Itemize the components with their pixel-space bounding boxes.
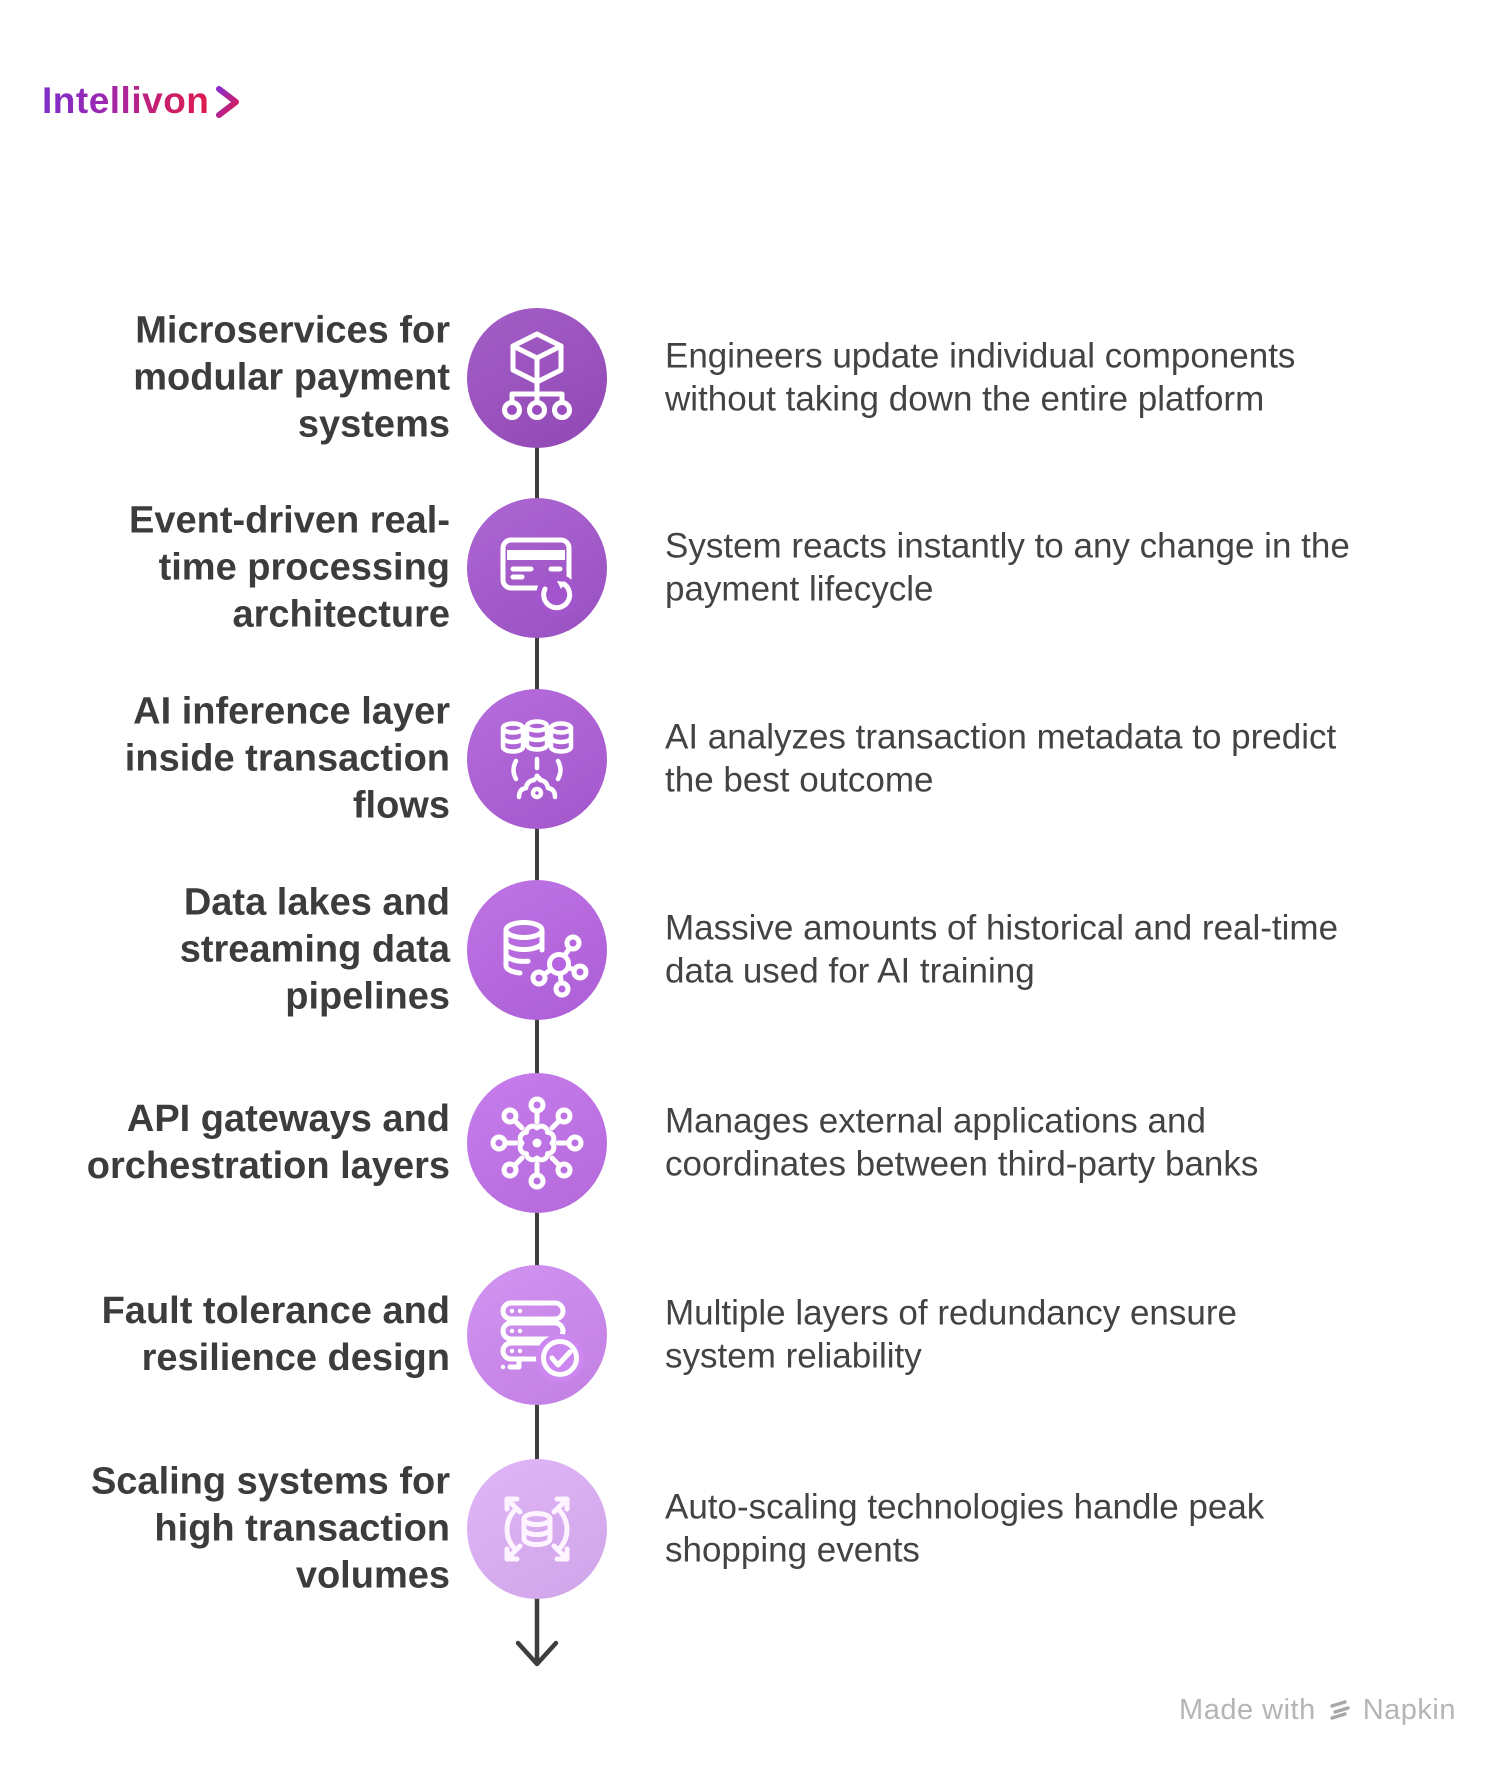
row-title: Event-driven real- time processing archi… — [129, 499, 450, 636]
row-title: Scaling systems for high transaction vol… — [90, 1460, 450, 1597]
row-title: Microservices for modular payment system… — [133, 309, 450, 446]
napkin-brand-label: Napkin — [1362, 1694, 1456, 1726]
row-description: Massive amounts of historical and real-t… — [665, 908, 1339, 991]
brand-logo-text: Intellivon — [42, 80, 210, 121]
row-title: Data lakes and streaming data pipelines — [179, 881, 450, 1018]
napkin-logo-icon — [1330, 1700, 1350, 1720]
row-title: API gateways and orchestration layers — [86, 1097, 450, 1187]
row-title: AI inference layer inside transaction fl… — [124, 690, 450, 827]
made-with-napkin-credit: Made with Napkin — [1179, 1694, 1456, 1727]
made-with-label: Made with — [1179, 1694, 1316, 1726]
row-description: Engineers update individual components w… — [665, 336, 1296, 419]
brand-logo: Intellivon — [42, 80, 242, 122]
chevron-right-icon — [216, 86, 240, 118]
timeline-connector-line — [535, 378, 539, 1598]
row-description: AI analyzes transaction metadata to pred… — [665, 717, 1337, 800]
row-description: Auto-scaling technologies handle peak sh… — [665, 1487, 1265, 1570]
row-title: Fault tolerance and resilience design — [101, 1289, 450, 1379]
row-description: Manages external applications and coordi… — [665, 1101, 1259, 1184]
row-description: Multiple layers of redundancy ensure sys… — [665, 1293, 1237, 1376]
row-description: System reacts instantly to any change in… — [665, 526, 1350, 609]
arrow-down-icon — [515, 1596, 559, 1667]
